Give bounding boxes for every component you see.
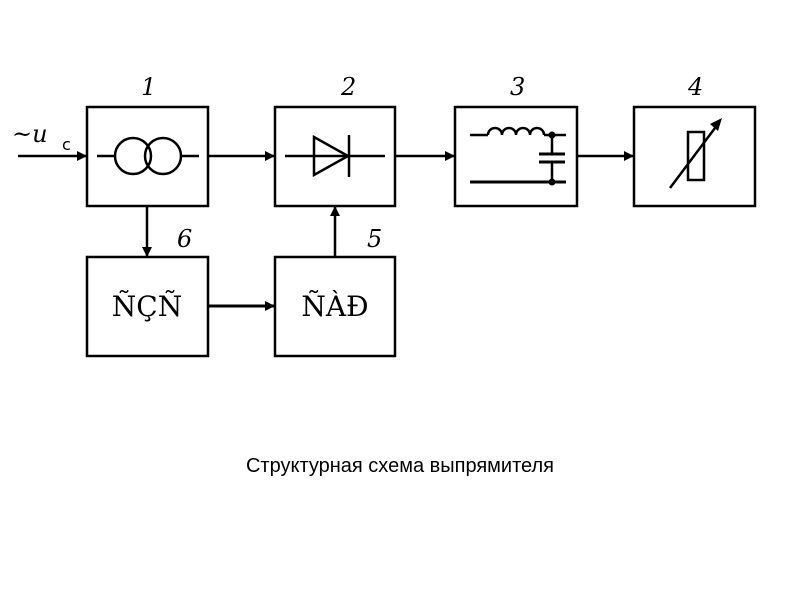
diagram-caption: Структурная схема выпрямителя [245, 455, 555, 477]
block-6-label: ÑÇÑ [112, 290, 182, 323]
svg-text:c: c [62, 135, 71, 154]
block-1-transformer [85, 105, 210, 208]
block-2-rectifier [273, 105, 397, 208]
block-5-label: ÑÀÐ [301, 290, 368, 323]
block-5: ÑÀÐ [273, 255, 397, 358]
svg-text:~u: ~u [12, 120, 48, 148]
block-number-6: 6 [177, 225, 192, 253]
variable-resistor-icon [669, 118, 722, 189]
block-6: ÑÇÑ [85, 255, 210, 358]
transformer-icon [97, 136, 199, 176]
block-number-5: 5 [367, 225, 382, 253]
block-number-4: 4 [687, 73, 703, 101]
block-3-filter [453, 105, 579, 208]
block-number-3: 3 [510, 73, 525, 101]
lc-filter-icon [470, 126, 566, 186]
block-number-1: 1 [141, 73, 156, 101]
input-voltage-label: ~u c [12, 120, 71, 154]
diode-icon [285, 134, 385, 178]
block-number-2: 2 [340, 73, 356, 101]
block-4-load [632, 105, 757, 208]
